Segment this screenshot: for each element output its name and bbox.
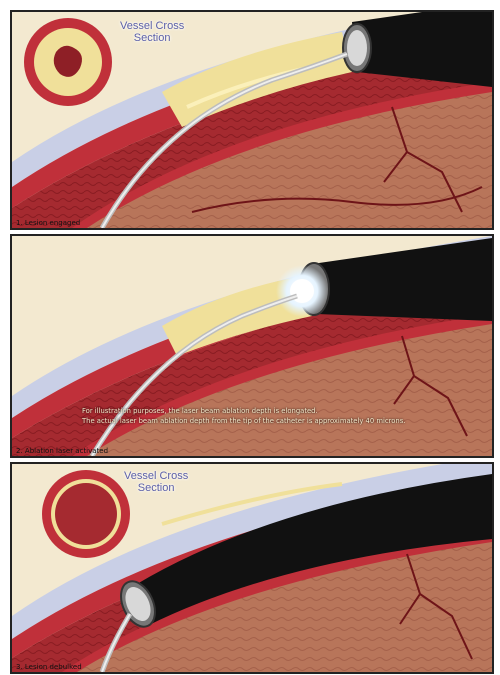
cross-section-label-line-2: Section [120, 32, 184, 44]
panel-caption: 2. Ablation laser activated [16, 447, 108, 455]
illustration-note: For illustration purposes, the laser bea… [82, 406, 405, 426]
illustration-note-line-2: The actual laser beam ablation depth fro… [82, 416, 405, 426]
vessel-cross-section-icon [24, 18, 112, 106]
cross-section-label-line-2: Section [124, 482, 188, 494]
vessel-cross-section-icon [42, 470, 130, 558]
vessel-illustration-1 [12, 12, 492, 228]
cross-section-label: Vessel Cross Section [124, 470, 188, 494]
panel-2-ablation-laser-activated: For illustration purposes, the laser bea… [10, 234, 494, 458]
laser-tip-icon [276, 265, 328, 317]
panel-1-lesion-engaged: Vessel Cross Section 1. Lesion engaged [10, 10, 494, 230]
panel-caption: 1. Lesion engaged [16, 219, 80, 227]
cross-section-label-line-1: Vessel Cross [124, 470, 188, 482]
cross-section-label: Vessel Cross Section [120, 20, 184, 44]
panel-3-lesion-debulked: Vessel Cross Section 3. Lesion debulked [10, 462, 494, 674]
cross-section-label-line-1: Vessel Cross [120, 20, 184, 32]
panel-caption: 3. Lesion debulked [16, 663, 82, 671]
vessel-illustration-3 [12, 464, 492, 672]
illustration-note-line-1: For illustration purposes, the laser bea… [82, 406, 405, 416]
